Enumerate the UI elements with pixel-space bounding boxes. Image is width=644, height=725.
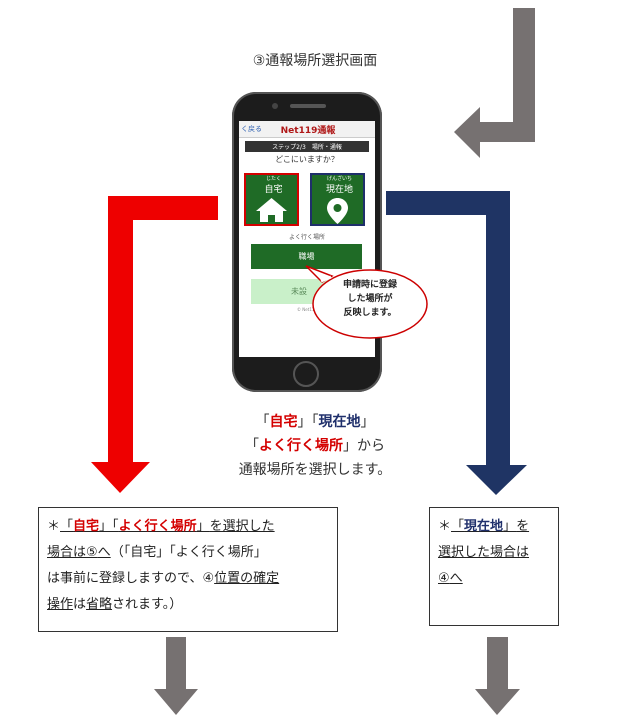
left-box-line4: 操作は省略されます。） (47, 597, 183, 612)
current-location-tile[interactable]: げんざいち 現在地 (310, 173, 365, 226)
caption-line2: 「よく行く場所」から (245, 438, 385, 454)
right-box-line3: ④へ (438, 571, 463, 586)
left-box-line1: ＊「自宅」「よく行く場所」を選択した (47, 519, 275, 534)
phone-home-button (293, 361, 319, 387)
phone-camera (272, 103, 278, 109)
caption-current: 現在地 (318, 414, 361, 430)
copyright-text: © Net119 (297, 307, 317, 312)
step-text: ステップ2/3 場所・通報 (272, 144, 342, 151)
current-label: 現在地 (325, 185, 353, 195)
current-location-note-box: ＊「現在地」を 選択した場合は ④へ (429, 507, 559, 626)
phone-speaker (290, 104, 326, 108)
caption-line3: 通報場所を選択します。 (238, 462, 392, 478)
home-frequent-note-box: ＊「自宅」「よく行く場所」を選択した 場合は⑤へ（「自宅」「よく行く場所」 は事… (38, 507, 338, 632)
callout-line3: 反映します。 (343, 308, 397, 318)
app-header (239, 121, 375, 138)
question-text: どこにいますか？ (275, 155, 339, 164)
step-bar (245, 141, 369, 152)
right-box-line2: 選択した場合は (438, 545, 530, 560)
app-title: Net119通報 (280, 126, 336, 136)
home-ruby: じたく (265, 176, 281, 182)
caption-frequent: よく行く場所 (259, 438, 343, 454)
top-gray-arrow (454, 8, 535, 158)
caption-line1: 「自宅」「現在地」 (255, 414, 375, 430)
map-pin-icon (327, 198, 348, 224)
bottom-left-gray-arrow (154, 637, 198, 715)
workplace-button[interactable]: 職場 (251, 244, 362, 269)
navy-flow-arrow (386, 191, 527, 495)
home-tile[interactable]: じたく 自宅 (244, 173, 299, 226)
callout-bubble (305, 265, 428, 339)
home-label: 自宅 (264, 185, 283, 195)
red-flow-arrow (91, 196, 218, 493)
bottom-right-gray-arrow (475, 637, 520, 715)
back-button[interactable]: く戻る (241, 125, 262, 133)
caption-home: 自宅 (269, 414, 298, 430)
left-box-line3: は事前に登録しますので、④位置の確定 (47, 571, 280, 586)
center-caption: 「自宅」「現在地」 「よく行く場所」から 通報場所を選択します。 (210, 410, 420, 482)
house-icon (256, 198, 287, 222)
callout-line2: した場所が (347, 294, 393, 304)
frequent-places-label: よく行く場所 (288, 234, 325, 241)
callout-text: 申請時に登録 した場所が 反映します。 (318, 278, 422, 320)
callout-line1: 申請時に登録 (342, 280, 397, 290)
right-box-line1: ＊「現在地」を (438, 519, 530, 534)
left-box-line2: 場合は⑤へ（「自宅」「よく行く場所」 (47, 545, 267, 560)
current-ruby: げんざいち (326, 176, 352, 182)
screen-title: ③通報場所選択画面 (252, 53, 378, 69)
